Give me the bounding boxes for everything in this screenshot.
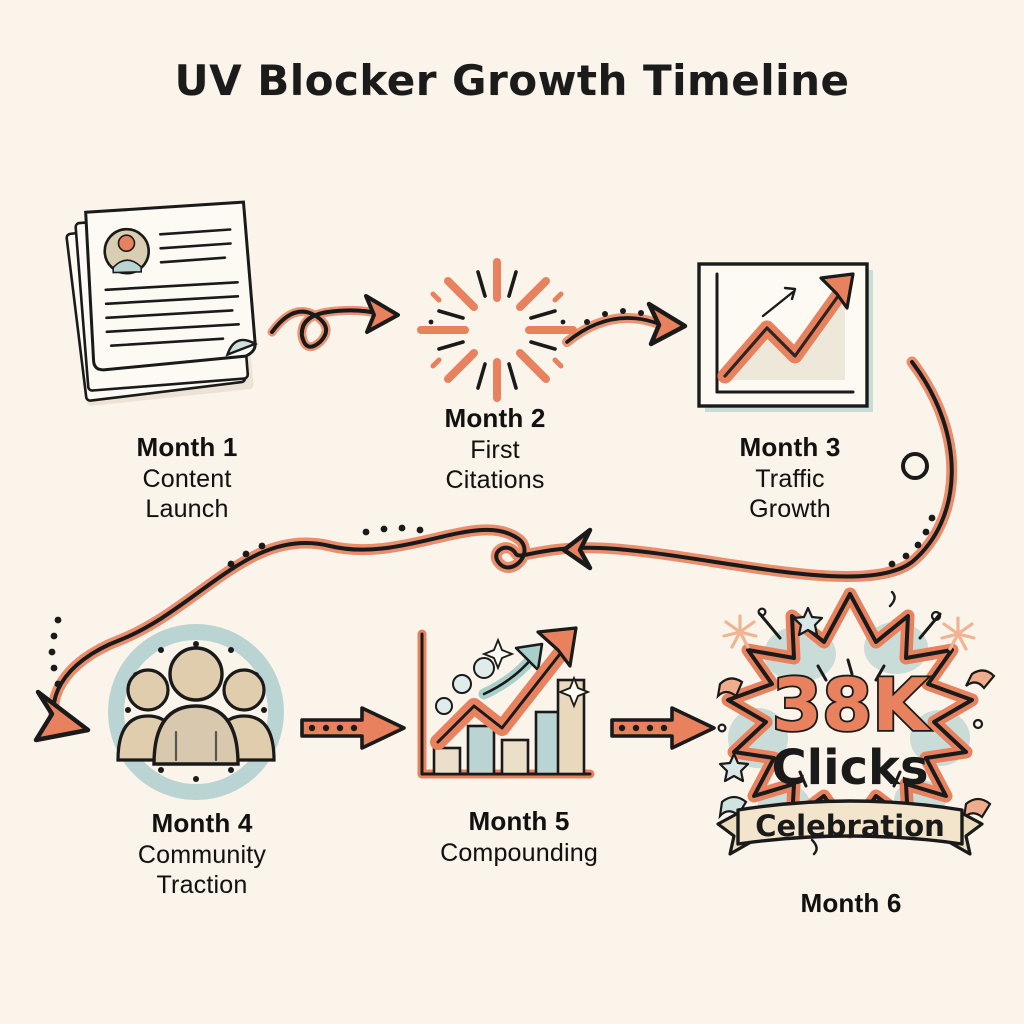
month-6-label-block: Month 6 bbox=[726, 888, 976, 920]
month-4-desc-line-2: Traction bbox=[156, 871, 248, 900]
month-6-icon-celebration-burst: 38K Clicks Celebration bbox=[700, 587, 1000, 878]
month-1-desc-line-1: Content bbox=[142, 464, 232, 493]
month-5-month: Month 5 bbox=[468, 806, 570, 836]
month-1-icon-stacked-documents bbox=[62, 196, 302, 416]
month-5-label-block: Month 5 Compounding bbox=[395, 806, 643, 868]
month-2-desc-line-2: Citations bbox=[445, 466, 545, 495]
month-4-icon-people-group bbox=[92, 622, 307, 802]
month-3-desc-line-1: Traffic bbox=[755, 464, 825, 493]
connector-2-to-3-dotted-arrow bbox=[562, 300, 693, 366]
month-2-desc-line-1: First bbox=[470, 435, 520, 464]
month-6-banner: Celebration bbox=[716, 799, 984, 856]
month-6-banner-text: Celebration bbox=[755, 809, 945, 843]
month-2-icon-sparkle-burst bbox=[412, 250, 582, 410]
month-3-label-block: Month 3 Traffic Growth bbox=[672, 432, 908, 525]
month-6-headline-number: 38K bbox=[772, 663, 930, 747]
month-3-desc-line-2: Growth bbox=[749, 495, 831, 524]
connector-3-to-4-wrap-curve bbox=[0, 340, 1024, 743]
month-1-label-block: Month 1 Content Launch bbox=[62, 432, 312, 525]
connector-1-to-2-looping-arrow bbox=[267, 288, 418, 368]
month-4-label-block: Month 4 Community Traction bbox=[78, 808, 326, 901]
connector-4-to-5-dotted-arrow bbox=[300, 700, 410, 756]
month-4-month: Month 4 bbox=[151, 808, 253, 838]
month-3-icon-line-chart bbox=[695, 258, 885, 418]
month-6-month: Month 6 bbox=[800, 888, 902, 918]
month-3-month: Month 3 bbox=[739, 432, 841, 462]
month-5-desc-line-1: Compounding bbox=[440, 838, 598, 867]
month-1-month: Month 1 bbox=[136, 432, 238, 462]
month-2-month: Month 2 bbox=[444, 403, 546, 433]
month-1-desc-line-2: Launch bbox=[145, 495, 229, 524]
page-title: UV Blocker Growth Timeline bbox=[174, 56, 850, 105]
month-2-label-block: Month 2 First Citations bbox=[375, 403, 615, 496]
month-6-headline-unit: Clicks bbox=[771, 740, 928, 796]
connector-5-to-6-dotted-arrow bbox=[610, 700, 720, 756]
month-4-desc-line-1: Community bbox=[137, 840, 267, 869]
month-5-icon-bar-chart-growth bbox=[398, 618, 608, 798]
